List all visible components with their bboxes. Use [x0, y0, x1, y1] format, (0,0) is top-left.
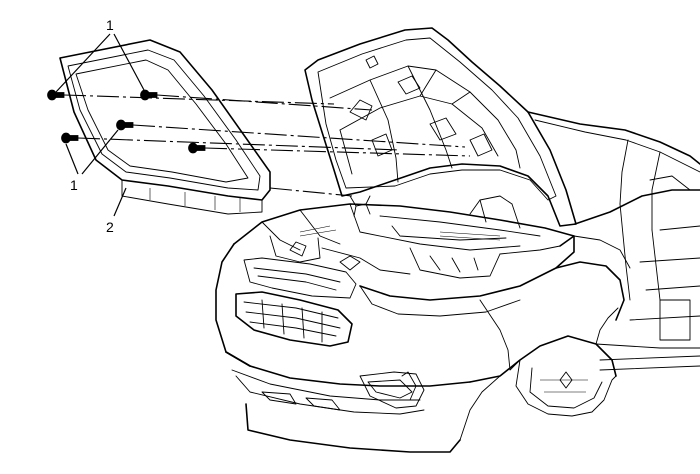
callout-insulator: 2	[106, 219, 114, 235]
callout-fastener-top: 1	[106, 17, 114, 33]
callout-fastener-bottom: 1	[70, 177, 78, 193]
fastener	[188, 142, 206, 154]
leader-lines	[55, 33, 145, 217]
hood	[304, 27, 577, 227]
fastener	[116, 119, 134, 131]
front-fascia	[215, 235, 617, 453]
fastener	[140, 89, 158, 101]
alignment-lines	[63, 94, 471, 197]
fasteners	[47, 89, 206, 154]
vehicle-body	[527, 111, 700, 371]
fender	[515, 235, 631, 417]
fastener	[61, 132, 79, 144]
engine-compartment	[233, 195, 575, 279]
fastener	[47, 89, 65, 101]
hood-insulator	[59, 39, 271, 215]
